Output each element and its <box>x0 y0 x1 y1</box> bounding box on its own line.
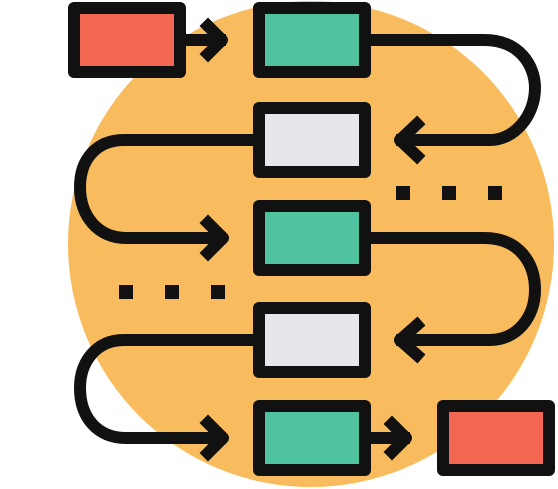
process-box-2 <box>253 200 371 276</box>
arrow-head-step1-to-step2 <box>394 115 426 165</box>
start-box <box>68 2 186 78</box>
arrow-head-step3-to-step4 <box>394 316 426 364</box>
ellipsis-dot-left-2 <box>165 285 179 299</box>
arrow-head-step2-to-step3 <box>199 214 229 262</box>
connector-step3-to-step4 <box>359 232 541 346</box>
ellipsis-dot-right-3 <box>488 186 502 200</box>
arrow-head-step5-to-end <box>383 415 412 461</box>
decision-box-2 <box>253 302 371 378</box>
ellipsis-dot-left-1 <box>119 285 133 299</box>
ellipsis-dot-right-2 <box>442 186 456 200</box>
connector-step1-to-step2 <box>359 34 541 146</box>
connector-step4-to-step5 <box>74 334 260 444</box>
connector-step2-to-step3 <box>74 134 260 244</box>
end-box <box>437 400 555 476</box>
arrow-head-step4-to-step5 <box>199 414 229 462</box>
arrow-head-start-to-step1 <box>199 17 228 63</box>
decision-box-1 <box>253 102 371 178</box>
ellipsis-dot-right-1 <box>396 186 410 200</box>
process-box-1 <box>253 2 371 78</box>
ellipsis-dot-left-3 <box>211 285 225 299</box>
process-box-3 <box>253 400 371 476</box>
